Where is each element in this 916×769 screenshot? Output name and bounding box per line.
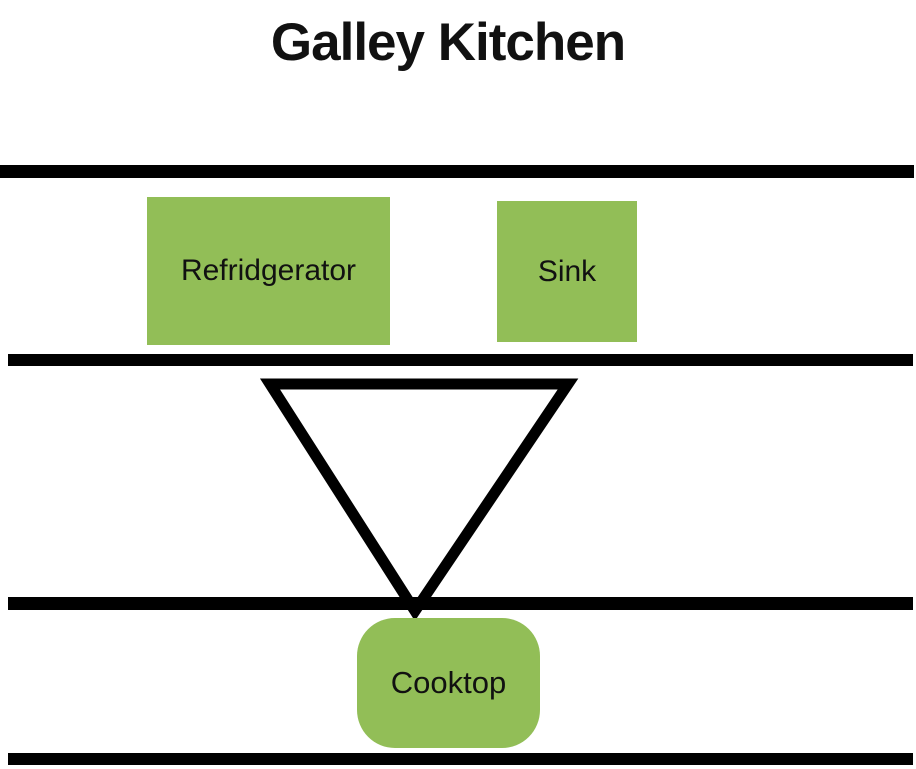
counter-wall-top: [0, 165, 914, 178]
cooktop-label: Cooktop: [390, 665, 507, 700]
diagram-title: Galley Kitchen: [270, 13, 626, 72]
counter-edge-upper: [8, 354, 913, 366]
sink-box: Sink: [497, 201, 637, 342]
work-triangle-outline: [259, 378, 579, 622]
counter-wall-bottom: [8, 753, 913, 765]
refrigerator-label: Refridgerator: [180, 254, 357, 287]
refrigerator-box: Refridgerator: [147, 197, 390, 345]
counter-edge-lower: [8, 597, 913, 610]
sink-label: Sink: [537, 254, 597, 288]
cooktop-box: Cooktop: [357, 618, 540, 748]
